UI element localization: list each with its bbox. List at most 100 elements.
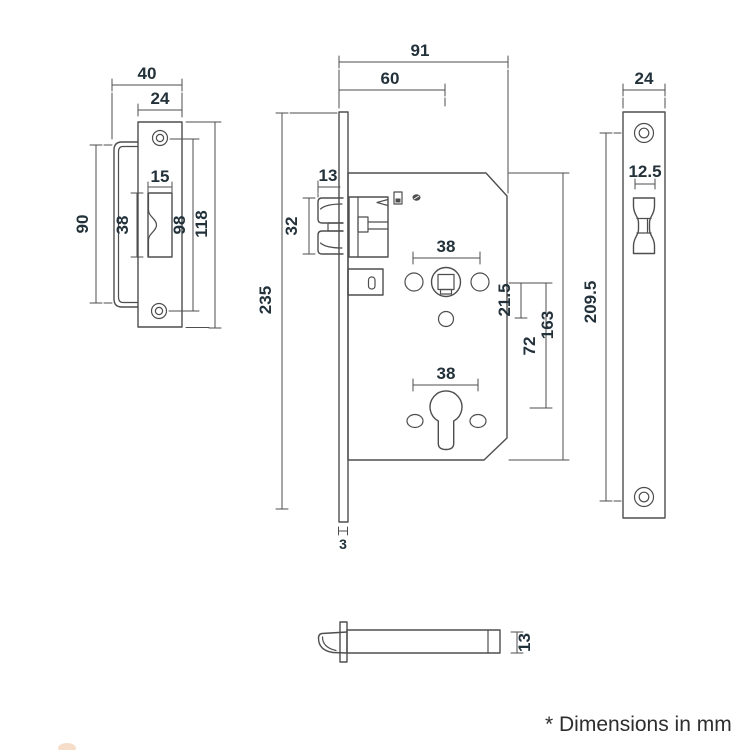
dim-case-height: 163	[508, 172, 570, 461]
strike-plate-body	[137, 121, 183, 328]
dim-outer-width: 40	[111, 64, 183, 140]
dim-centre-distance: 72	[520, 282, 553, 409]
lock-faceplate-strip	[338, 111, 349, 523]
dim-label-40: 40	[138, 64, 157, 83]
dim-label-15: 15	[151, 167, 170, 186]
small-screw-bracket-fill	[395, 198, 401, 203]
handle-fixing-hole-right	[470, 272, 490, 292]
dim-lines	[185, 121, 222, 329]
dim-lines	[622, 83, 666, 109]
handle-fixing-hole-left	[404, 272, 424, 292]
latch-body-side	[346, 629, 501, 654]
dim-label-13-side: 13	[515, 633, 534, 652]
strike-screw-hole-top	[151, 129, 169, 147]
faceplate-screw-hole-top	[633, 122, 655, 144]
strike-latch-cutout	[147, 192, 173, 258]
latch-bolt-top-bevel	[319, 203, 343, 210]
dim-lines	[111, 78, 183, 140]
dim-faceplate-height: 235	[256, 112, 338, 510]
dim-lines	[338, 83, 446, 107]
dim-label-24: 24	[151, 89, 170, 108]
follower-pin-hole	[437, 310, 455, 328]
cylinder-fixing-hole-left	[406, 413, 424, 429]
spindle-follower	[404, 266, 490, 328]
dim-lines	[508, 282, 552, 319]
dim-lines	[147, 181, 173, 193]
dim-lines	[317, 180, 341, 198]
latch-side-view: 13	[317, 621, 534, 663]
latch-tab	[357, 216, 369, 233]
dim-label-118: 118	[192, 210, 211, 237]
dim-lines	[137, 103, 183, 117]
dim-cutout-width: 15	[147, 167, 173, 193]
dim-label-38-strike: 38	[113, 216, 132, 235]
dim-label-12-5: 12.5	[628, 162, 661, 181]
dim-lines	[89, 144, 113, 304]
dim-lines	[130, 192, 144, 258]
small-screw-bracket	[393, 191, 403, 205]
cylinder-fixing-hole-right	[469, 413, 487, 429]
faceplate-body	[622, 111, 666, 519]
lock-case-outline	[347, 172, 508, 461]
dimensions-footnote: * Dimensions in mm	[545, 713, 732, 736]
dim-label-163: 163	[538, 311, 557, 339]
dim-lines	[168, 138, 200, 312]
dim-label-209-5: 209.5	[581, 281, 600, 324]
dim-lines	[510, 631, 524, 654]
strike-screw-hole-top-inner	[155, 133, 165, 143]
latch-bolt	[317, 197, 344, 255]
latch-bolt-middle	[327, 222, 344, 232]
faceplate-view: 24 12.5 209.5	[581, 69, 666, 519]
logo-smudge	[58, 743, 76, 750]
dim-latch-cutout-width: 12.5	[628, 162, 662, 190]
faceplate-screw-hole-top-inner	[638, 127, 650, 139]
dim-label-21-5: 21.5	[495, 283, 514, 316]
dim-lines	[599, 132, 622, 502]
dim-follower-offset: 21.5	[495, 282, 552, 319]
dim-cylinder-holes-span: 38	[412, 364, 479, 392]
latch-pointer	[376, 198, 389, 207]
dim-total-height: 118	[185, 121, 222, 329]
dim-label-38-spindle: 38	[437, 237, 456, 256]
dim-lines	[275, 112, 338, 510]
dim-label-90: 90	[73, 215, 92, 234]
faceplate-latch-cutout	[632, 197, 656, 255]
latch-bolt-bottom-bevel	[319, 242, 343, 249]
dim-label-32: 32	[282, 217, 301, 236]
euro-cylinder-hole	[406, 390, 487, 451]
dim-lines	[412, 251, 481, 265]
dim-hole-spacing: 98	[168, 138, 200, 312]
spindle-square-tab	[439, 288, 453, 295]
dim-label-38-cylinder: 38	[437, 364, 456, 383]
dim-latch-projection: 13	[317, 166, 341, 198]
dim-label-60: 60	[381, 69, 400, 88]
strike-plate-lip-inner	[117, 145, 139, 304]
spindle-square-hole	[437, 273, 455, 291]
dim-lines	[529, 282, 553, 409]
faceplate-cross-section	[339, 621, 348, 663]
strike-screw-hole-bottom	[150, 302, 168, 320]
dim-lines	[508, 172, 570, 461]
dim-latch-thickness: 13	[510, 631, 534, 654]
dim-label-3: 3	[339, 536, 347, 552]
guide-block-slot	[367, 276, 376, 290]
latch-mechanism	[348, 191, 421, 258]
guide-block	[347, 268, 384, 296]
dim-faceplate-width: 24	[622, 69, 666, 109]
guide-block-body	[347, 268, 384, 296]
dim-label-13-latch: 13	[319, 166, 338, 185]
small-screw-slot	[413, 195, 420, 200]
latch-spring-lines	[367, 221, 389, 230]
latch-head-profile	[317, 631, 348, 654]
lock-body-view: 38 38 91 60 13 32 2	[256, 41, 570, 552]
dim-plate-width: 24	[137, 89, 183, 117]
latch-bolt-top	[317, 197, 344, 224]
dim-latch-height: 32	[282, 197, 316, 255]
dim-backset: 60	[338, 69, 446, 107]
dim-label-91: 91	[411, 41, 430, 60]
dim-cutout-height: 38	[113, 192, 144, 258]
dim-lines	[338, 55, 509, 194]
dim-label-98: 98	[170, 216, 189, 235]
dim-lines	[634, 178, 656, 190]
